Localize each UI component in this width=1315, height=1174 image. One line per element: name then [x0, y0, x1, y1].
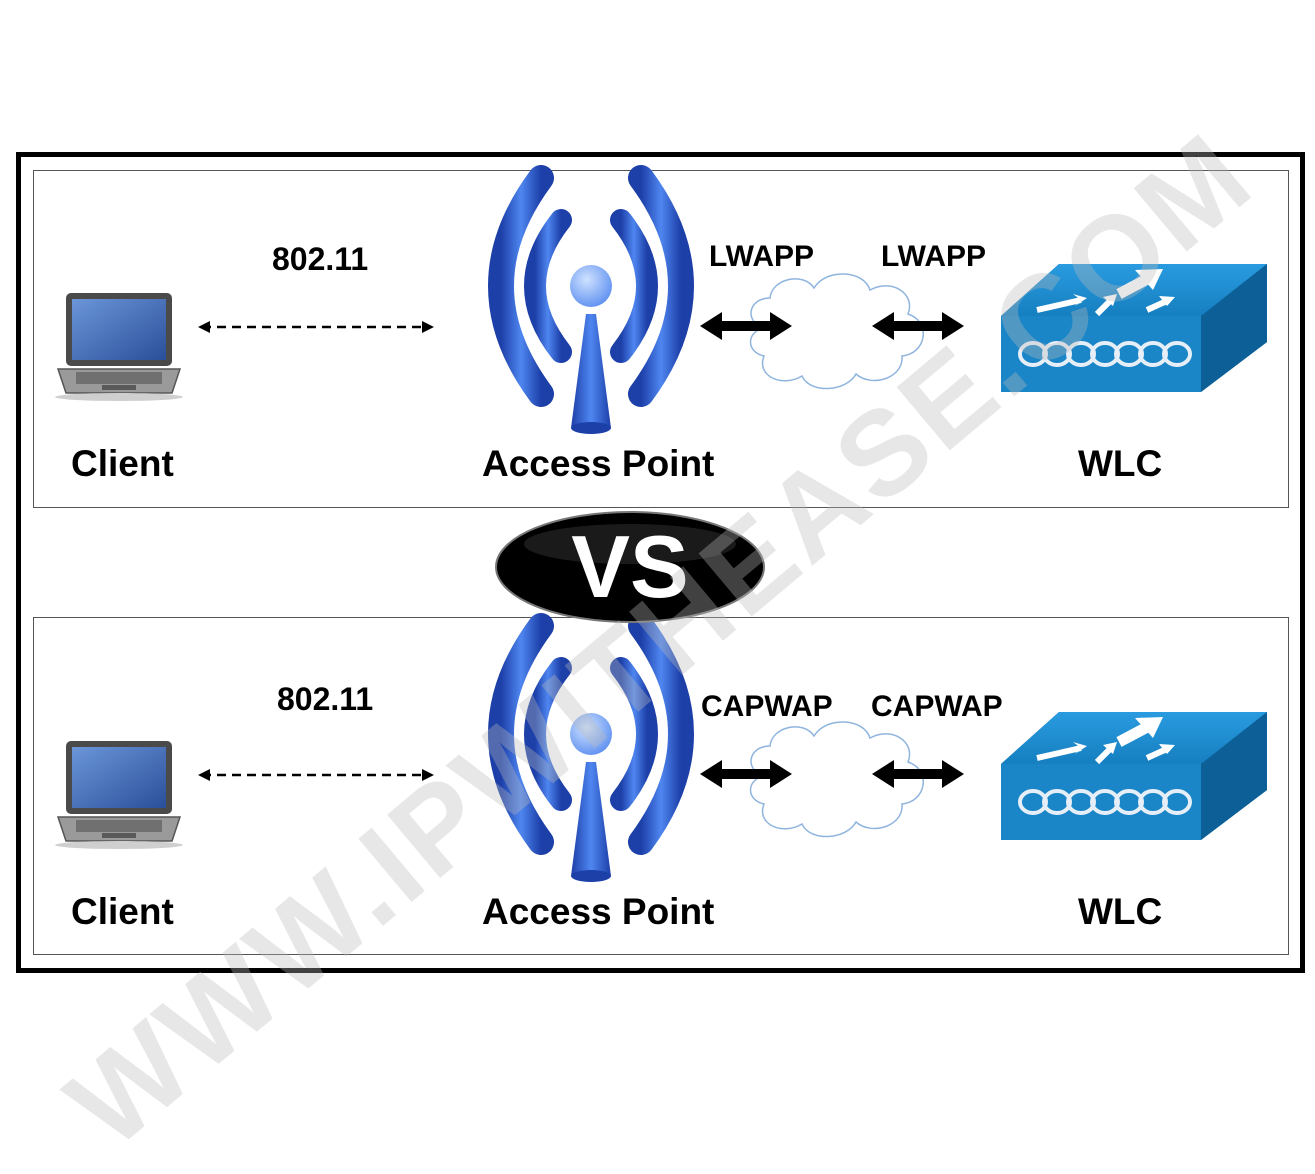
protocol-label-right: LWAPP: [881, 240, 987, 273]
diagram-graphics: [54, 0, 1315, 1116]
protocol-label-right: CAPWAP: [871, 690, 1003, 723]
protocol-label-left: CAPWAP: [701, 690, 833, 723]
wireless-antenna-icon: [501, 178, 681, 434]
protocol-label-left: LWAPP: [709, 240, 815, 273]
laptop-icon: [54, 740, 184, 850]
access-point-label: Access Point: [482, 891, 715, 932]
vs-label: VS: [571, 517, 689, 616]
wlc-label: WLC: [1078, 443, 1163, 484]
wlc-controller-icon: [1001, 712, 1267, 840]
access-point-label: Access Point: [482, 443, 715, 484]
vs-badge: [495, 511, 765, 623]
wlc-label: WLC: [1078, 891, 1163, 932]
client-label: Client: [71, 443, 174, 484]
laptop-icon: [54, 292, 184, 402]
wireless-standard-label: 802.11: [272, 241, 369, 277]
wireless-standard-label: 802.11: [277, 681, 374, 717]
client-label: Client: [71, 891, 174, 932]
